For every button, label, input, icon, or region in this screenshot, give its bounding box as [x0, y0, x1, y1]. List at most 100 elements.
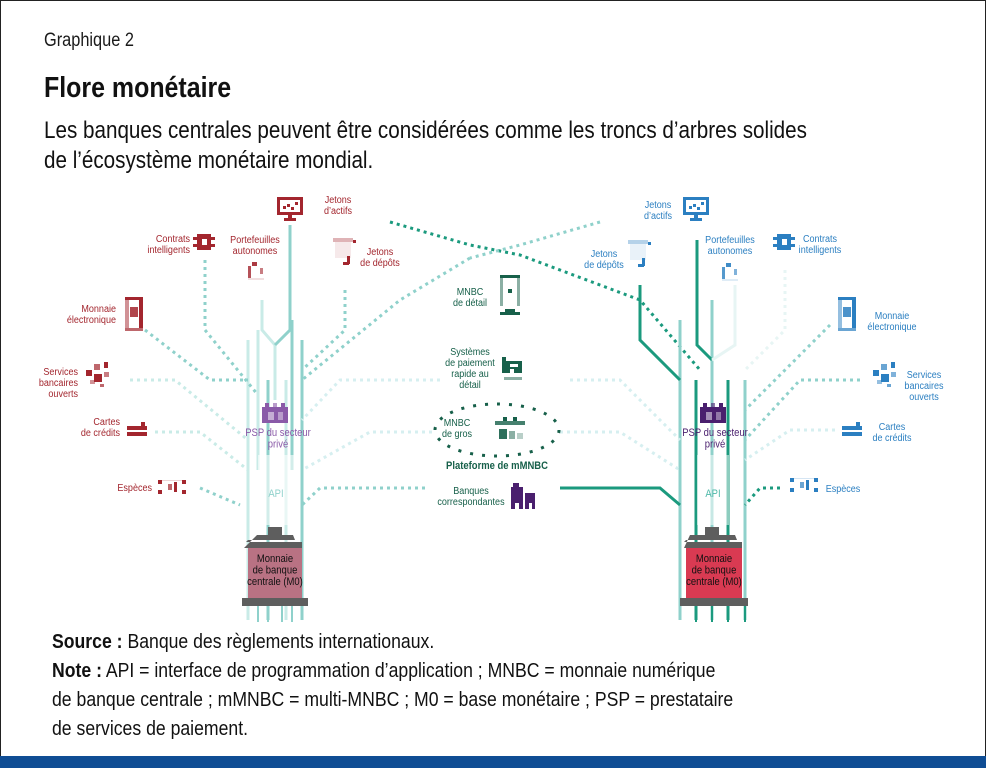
icon-pixel — [719, 403, 723, 407]
icon-pixel — [515, 503, 519, 509]
mmnbc-platform-ellipse — [433, 402, 561, 458]
icon-pixel — [517, 433, 523, 439]
left-api-label: API — [268, 488, 283, 500]
icon-pixel — [284, 218, 296, 221]
icon-pixel — [881, 374, 889, 382]
chart-subtitle: Les banques centrales peuvent être consi… — [44, 116, 921, 176]
left-m0-base — [242, 598, 308, 606]
right-branch-banques — [560, 486, 681, 507]
icon-pixel — [295, 202, 298, 205]
left-especes-label: Espèces — [117, 482, 152, 494]
right-m0-cap-top — [705, 527, 719, 535]
left-branch-banques — [300, 486, 425, 507]
note-text-1: API = interface de programmation d’appli… — [101, 659, 716, 682]
subtitle-line-2: de l’écosystème monétaire mondial. — [44, 147, 374, 174]
icon-pixel — [790, 478, 794, 482]
icon-pixel — [283, 206, 286, 209]
right-api-backdrop — [697, 455, 729, 525]
icon-pixel — [281, 403, 285, 407]
left-contrats-intelligents-label-line: intelligents — [147, 244, 190, 256]
icon-pixel — [700, 407, 726, 423]
left-m0-cap — [244, 535, 302, 548]
bottom-bar — [0, 756, 986, 768]
left-branch-especes — [199, 486, 241, 507]
icon-pixel — [162, 480, 186, 481]
right-especes-icon — [790, 478, 818, 492]
icon-pixel — [638, 264, 644, 267]
right-m0-label-line: de banque — [692, 565, 737, 577]
right-api-label: API — [705, 488, 720, 500]
icon-pixel — [495, 421, 525, 425]
icon-pixel — [517, 278, 520, 306]
icon-pixel — [252, 262, 257, 266]
icon-pixel — [881, 364, 887, 370]
mnbc-detail-label-line: MNBC — [457, 286, 484, 298]
left-m0-label-line: de banque — [253, 565, 298, 577]
icon-pixel — [887, 384, 891, 387]
icon-pixel — [500, 278, 503, 306]
plateforme-mmnbc-label-line: Plateforme de mMNBC — [446, 460, 548, 472]
right-especes-label: Espèces — [826, 483, 861, 495]
note-line-1: Note : API = interface de programmation … — [52, 656, 929, 685]
icon-pixel — [529, 503, 532, 509]
right-psp-label-line: privé — [705, 439, 726, 451]
right-branch-contrats — [743, 270, 787, 372]
icon-pixel — [168, 484, 172, 490]
left-m0-cap-top — [268, 527, 282, 535]
icon-pixel — [838, 300, 842, 328]
icon-pixel — [842, 432, 862, 436]
icon-pixel — [806, 480, 809, 490]
right-monnaie-electronique-icon — [838, 297, 856, 331]
right-services-bancaires-label-line: Services — [907, 369, 942, 381]
icon-pixel — [773, 237, 777, 240]
icon-pixel — [193, 237, 197, 240]
left-portefeuilles-autonomes-icon — [248, 262, 264, 280]
banques-correspondantes-label-line: Banques — [453, 485, 489, 497]
icon-pixel — [353, 240, 356, 243]
icon-pixel — [287, 204, 290, 207]
icon-pixel — [141, 422, 145, 428]
chart-notes: Source : Banque des règlements internati… — [52, 627, 929, 743]
icon-pixel — [843, 307, 851, 317]
icon-pixel — [104, 372, 109, 377]
icon-pixel — [127, 426, 147, 430]
icon-pixel — [94, 364, 100, 370]
left-m0-label-line: Monnaie — [257, 553, 294, 565]
left-jetons-depots-label-line: de dépôts — [360, 257, 400, 269]
left-especes-label-line: Espèces — [117, 482, 152, 494]
left-portefeuilles-autonomes-label-line: Portefeuilles — [230, 234, 280, 246]
icon-pixel — [877, 380, 882, 384]
icon-pixel — [703, 403, 707, 407]
icon-pixel — [347, 256, 350, 264]
icon-pixel — [630, 244, 646, 260]
icon-pixel — [265, 403, 269, 407]
right-psp-icon — [700, 403, 726, 423]
icon-pixel — [104, 362, 108, 368]
right-m0-box — [686, 548, 742, 598]
mnbc-detail-label-line: de détail — [453, 297, 487, 309]
right-m0-base — [680, 598, 748, 606]
icon-pixel — [690, 218, 702, 221]
right-services-bancaires-label-line: bancaires — [904, 380, 943, 392]
right-branch-jetons-depots — [638, 285, 682, 382]
icon-pixel — [335, 242, 351, 258]
right-m0-label-line: Monnaie — [696, 553, 733, 565]
icon-pixel — [693, 204, 696, 207]
right-contrats-intelligents-label-line: intelligents — [799, 244, 842, 256]
icon-pixel — [508, 289, 512, 293]
icon-pixel — [500, 312, 520, 315]
left-contrats-intelligents-icon — [193, 234, 215, 250]
right-especes-label-line: Espèces — [826, 483, 861, 495]
left-cartes-credits-label-line: Cartes — [93, 416, 120, 428]
source-label: Source : — [52, 630, 123, 653]
right-portefeuilles-autonomes-icon — [722, 263, 738, 281]
right-jetons-actifs-icon — [683, 197, 709, 221]
icon-pixel — [734, 269, 737, 275]
icon-pixel — [100, 384, 104, 387]
left-branch-services — [130, 378, 249, 442]
